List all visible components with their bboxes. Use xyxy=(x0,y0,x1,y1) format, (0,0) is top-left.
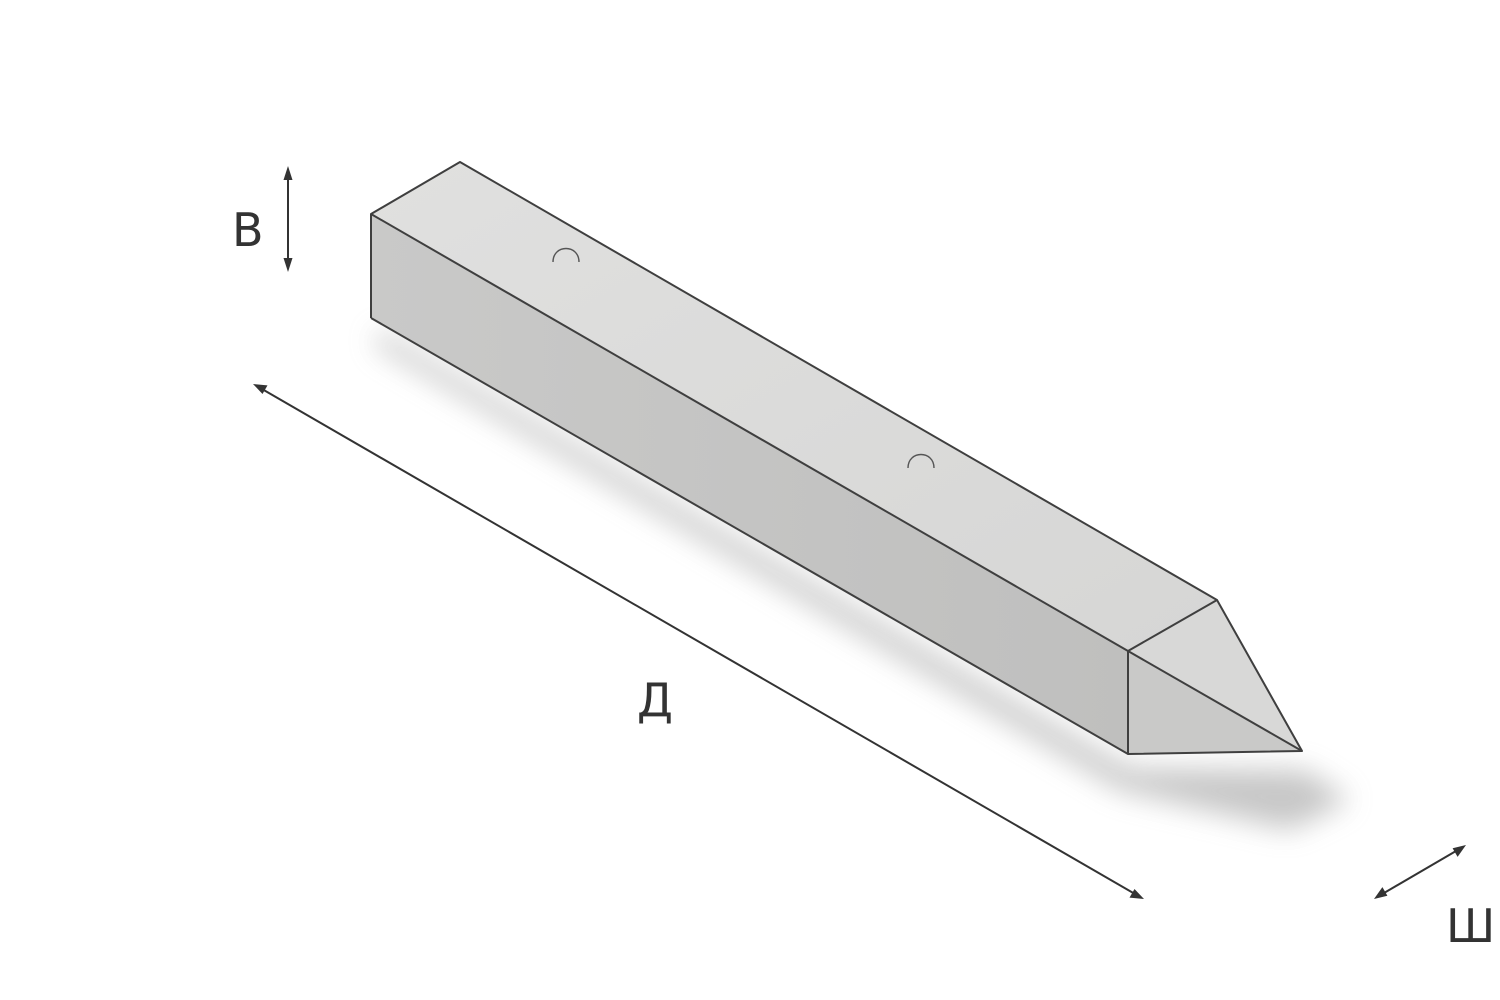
arrow-down-right-icon xyxy=(1129,889,1144,899)
length-dimension-line xyxy=(261,388,1136,895)
width-dimension-line xyxy=(1383,850,1457,894)
pile-body xyxy=(370,161,1303,755)
pile-tip-upper-face xyxy=(1128,600,1302,751)
lifting-loop-icon xyxy=(907,453,935,469)
arrow-down-icon xyxy=(283,258,293,272)
pile-top-face xyxy=(371,162,1217,651)
pile-side-face xyxy=(371,214,1128,754)
pile-edge-ridge xyxy=(370,213,1129,652)
pile-shadow xyxy=(375,330,1350,830)
arrow-down-left-icon xyxy=(1374,887,1388,899)
pile-edge-shoulder xyxy=(1127,599,1218,652)
arrow-up-left-icon xyxy=(253,384,268,394)
width-dimension: Ш xyxy=(1374,845,1495,953)
lifting-loop-icon xyxy=(552,247,580,263)
height-dimension: В xyxy=(232,166,293,272)
length-dimension: Д xyxy=(253,384,1144,899)
length-label: Д xyxy=(637,673,673,727)
width-label: Ш xyxy=(1446,899,1495,953)
arrow-up-right-icon xyxy=(1452,845,1466,857)
pile-edge-tip-diagonal xyxy=(1127,650,1303,752)
arrow-up-icon xyxy=(283,166,293,180)
height-label: В xyxy=(232,203,264,257)
